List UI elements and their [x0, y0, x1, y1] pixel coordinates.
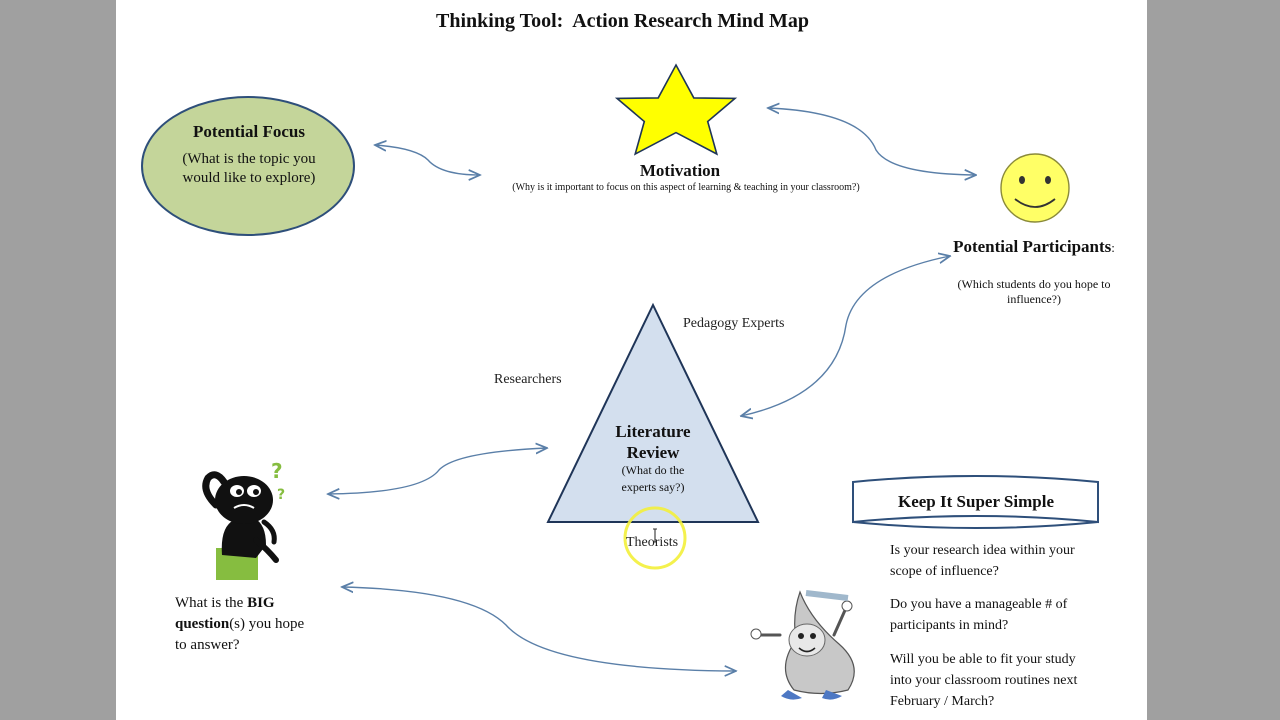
motivation-label: Motivation	[639, 161, 721, 180]
document-page: Thinking Tool: Action Research Mind Map	[116, 0, 1147, 720]
participants-title-suffix: :	[1111, 240, 1115, 255]
literature-review-subtitle: (What do the experts say?)	[621, 463, 685, 494]
arrow-participants-literature	[741, 256, 950, 416]
participants-title-text: Potential Participants	[953, 237, 1112, 256]
researchers-label: Researchers	[494, 372, 562, 387]
literature-review-title: Literature Review	[615, 422, 691, 462]
potential-focus-text: Potential Focus (What is the topic you w…	[154, 122, 344, 187]
text-cursor-icon	[653, 528, 657, 543]
participants-title: Potential Participants:	[946, 236, 1122, 258]
potential-focus-ellipse	[141, 96, 355, 236]
arrow-question-kiss	[342, 587, 736, 671]
thinking-figure-icon: ? ?	[202, 459, 285, 580]
big-question-suffix: (s) you hope to answer?	[175, 616, 305, 653]
svg-text:?: ?	[277, 487, 285, 503]
arrow-literature-question	[328, 448, 547, 494]
arrow-motivation-participants	[768, 108, 976, 175]
potential-focus-title: Potential Focus	[193, 122, 305, 141]
chocolate-kiss-mascot-icon	[750, 590, 855, 700]
kiss-title: Keep It Super Simple	[897, 492, 1054, 511]
svg-text:?: ?	[271, 459, 283, 483]
cursor-highlight	[623, 506, 687, 570]
kiss-question-1: Is your research idea within your scope …	[890, 543, 1075, 579]
big-question-text: What is the BIG question(s) you hope to a…	[175, 593, 305, 656]
big-question-prefix: What is the	[175, 595, 248, 611]
pedagogy-experts-label: Pedagogy Experts	[683, 316, 785, 331]
motivation-description: (Why is it important to focus on this as…	[512, 182, 860, 193]
theorists-label: Theorists	[626, 535, 679, 550]
big-question-bold-question: question	[175, 616, 230, 632]
page-title: Thinking Tool: Action Research Mind Map	[436, 10, 810, 32]
literature-review-triangle	[546, 302, 760, 523]
arrow-focus-motivation	[375, 145, 480, 175]
participants-description: (Which students do you hope to influence…	[957, 277, 1111, 306]
mind-map-canvas: ? ?	[141, 63, 1099, 700]
star-icon	[614, 63, 738, 156]
kiss-question-3: Will you be able to fit your study into …	[890, 652, 1078, 709]
big-question-bold-big: BIG	[247, 595, 275, 611]
smiley-face-icon	[1000, 153, 1070, 223]
kiss-question-2: Do you have a manageable # of participan…	[890, 597, 1068, 633]
potential-focus-body: (What is the topic you would like to exp…	[182, 151, 316, 186]
kiss-banner	[852, 475, 1099, 529]
